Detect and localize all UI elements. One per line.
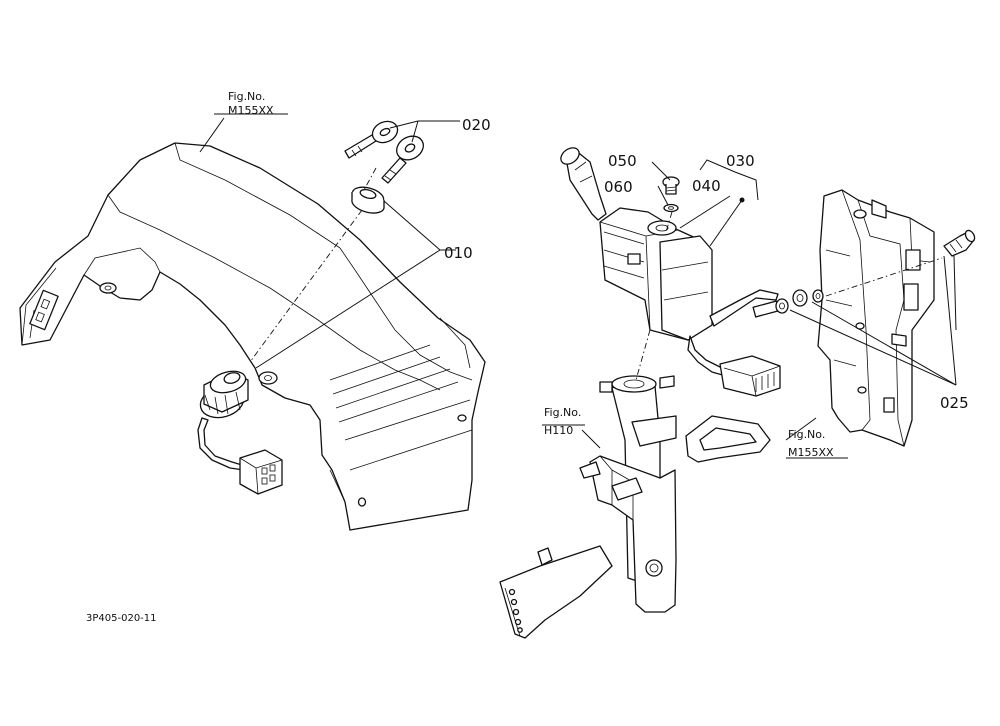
leader-lines-centre <box>542 159 759 449</box>
fig-ref-right-line1: Fig.No. <box>788 428 825 441</box>
ignition-nut <box>351 186 385 214</box>
washers <box>775 289 824 314</box>
part-label-040: 040 <box>692 177 721 195</box>
leader-lines-right <box>785 255 957 459</box>
screw-and-washer <box>662 176 680 213</box>
fig-ref-right-line2: M155XX <box>788 446 834 459</box>
key-switch <box>197 370 283 495</box>
part-label-025: 025 <box>940 394 969 412</box>
part-label-020: 020 <box>462 116 491 134</box>
labels: Fig.No. M155XX 020 010 050 060 040 030 F… <box>86 90 969 624</box>
part-label-010: 010 <box>444 244 473 262</box>
key-set <box>344 120 424 184</box>
dashboard-cover <box>19 142 486 531</box>
combination-switch <box>560 147 781 397</box>
fig-ref-left-line2: M155XX <box>228 104 274 117</box>
side-panel <box>817 189 976 447</box>
part-label-050: 050 <box>608 152 637 170</box>
fig-ref-centre-line2: H110 <box>544 424 573 437</box>
steering-column <box>499 375 771 639</box>
fig-ref-centre-line1: Fig.No. <box>544 406 581 419</box>
drawing-code: 3P405-020-11 <box>86 613 157 624</box>
fig-ref-left-line1: Fig.No. <box>228 90 265 103</box>
part-label-030: 030 <box>726 152 755 170</box>
part-label-060: 060 <box>604 178 633 196</box>
leader-lines-left <box>199 113 460 369</box>
